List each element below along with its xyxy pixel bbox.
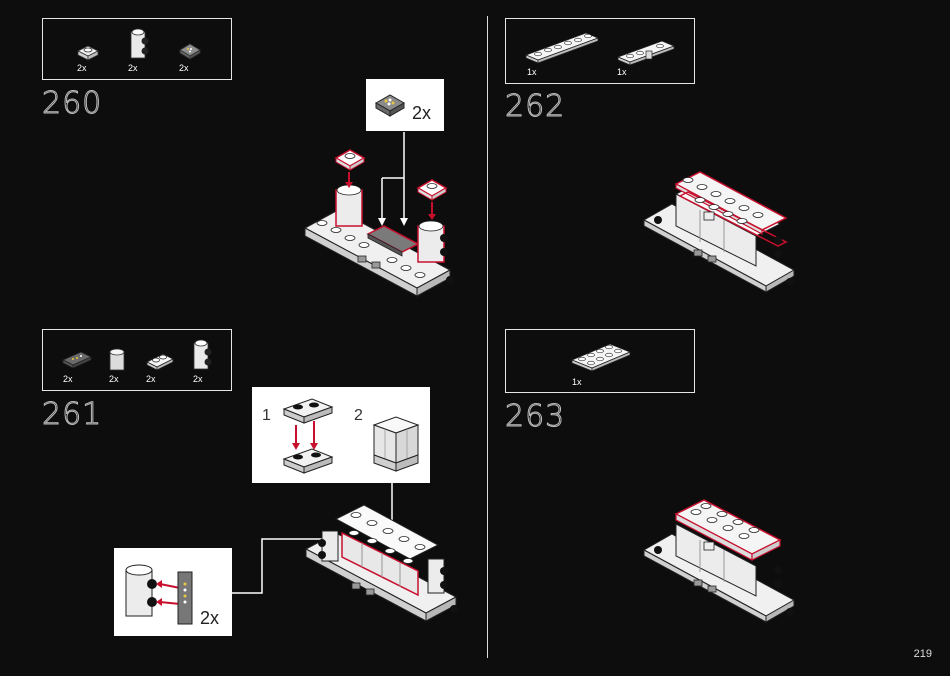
qty-label: 2x bbox=[109, 374, 119, 384]
step-number-262: 262 bbox=[505, 89, 565, 124]
step-260-parts-list: 2x 2x 2x bbox=[42, 18, 232, 80]
substep-2-number: 2 bbox=[354, 407, 363, 425]
plate-2x4-icon bbox=[570, 340, 632, 374]
qty-label: 2x bbox=[179, 63, 189, 73]
step-262-assembly bbox=[640, 170, 800, 295]
qty-label: 1x bbox=[527, 67, 537, 77]
step-260-assembly bbox=[300, 130, 465, 300]
step-number-263: 263 bbox=[505, 399, 565, 434]
plate-1x6-icon bbox=[524, 29, 602, 65]
qty-label: 2x bbox=[128, 63, 138, 73]
qty-label: 2x bbox=[193, 374, 203, 384]
page-number: 219 bbox=[914, 648, 932, 660]
substep-1-number: 1 bbox=[262, 407, 271, 425]
tile-printed-control-panel-icon bbox=[372, 89, 408, 121]
step-260-callout: 2x bbox=[366, 79, 444, 131]
step-261-parts-list: 2x 2x 2x 2x bbox=[42, 329, 232, 391]
callout-qty-label: 2x bbox=[200, 608, 219, 629]
qty-label: 1x bbox=[572, 377, 582, 387]
step-262-parts-list: 1x 1x bbox=[505, 18, 695, 84]
qty-label: 2x bbox=[77, 63, 87, 73]
qty-label: 2x bbox=[146, 374, 156, 384]
step-261-callout: 2x bbox=[114, 548, 232, 636]
brick-1x1-studs-side-icon bbox=[191, 338, 213, 372]
substep-2-transparent-bricks bbox=[370, 413, 424, 477]
step-number-261: 261 bbox=[42, 397, 102, 432]
step-263-parts-list: 1x bbox=[505, 329, 695, 393]
qty-label: 2x bbox=[63, 374, 73, 384]
substep-1-plates bbox=[280, 397, 340, 477]
tile-1x1-printed-icon bbox=[178, 39, 202, 61]
step-263-assembly bbox=[640, 500, 800, 625]
plate-1x4-with-clip-icon bbox=[616, 39, 678, 67]
qty-label: 1x bbox=[617, 67, 627, 77]
tile-1x2-printed-icon bbox=[61, 350, 93, 370]
step-number-260: 260 bbox=[42, 86, 102, 121]
brick-with-studs-and-tile-icon bbox=[122, 558, 196, 630]
brick-1x1-studs-side-icon bbox=[128, 27, 150, 61]
step-261-subassembly-callout: 1 2 bbox=[252, 387, 430, 483]
plate-1x1-icon bbox=[76, 41, 100, 61]
plate-1x2-icon bbox=[145, 350, 175, 372]
callout-qty-label: 2x bbox=[412, 103, 431, 124]
page-divider bbox=[487, 16, 488, 658]
brick-1x1-transparent-icon bbox=[107, 346, 127, 372]
step-261-assembly bbox=[232, 483, 462, 623]
